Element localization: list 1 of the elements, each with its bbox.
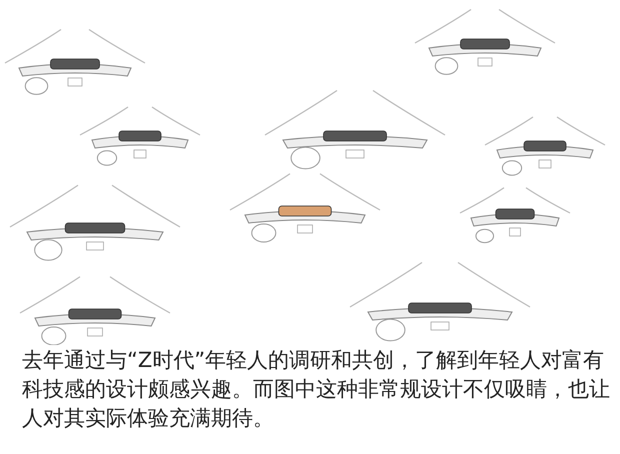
- caption: 去年通过与“Z时代”年轻人的调研和共创，了解到年轻人对富有科技感的设计颇感兴趣。而图中这种非常规设计不仅吸睛，也让人对其实际体验充满期待。: [22, 347, 611, 432]
